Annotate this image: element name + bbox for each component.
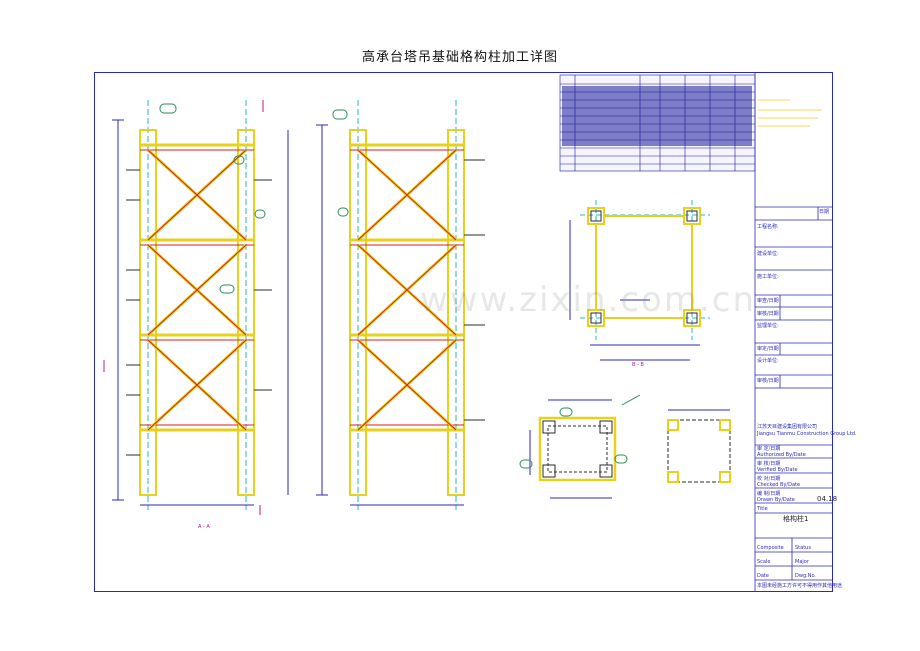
plan-section-a <box>569 200 710 361</box>
tb-date-en: Date <box>757 573 769 579</box>
tb-checked-en: Checked By/Date <box>757 482 801 488</box>
section-b-caption: B - B <box>632 362 644 368</box>
tb-major: Major <box>795 559 809 565</box>
page-title: 高承台塔吊基础格构柱加工详图 <box>361 50 558 65</box>
section-a-caption: A - A <box>198 524 210 530</box>
title-block-frame <box>754 72 832 592</box>
tb-date-header: 日期 <box>819 209 830 215</box>
tb-review: 审查/日期 <box>757 298 779 304</box>
tb-design-unit: 设计单位: <box>757 358 779 364</box>
tb-check: 审核/日期 <box>757 378 779 384</box>
tb-verified: 审 核/日期 <box>757 461 781 467</box>
tb-audit: 审核/日期 <box>757 311 779 317</box>
detail-section-c <box>667 409 731 483</box>
tb-checked: 校 对/日期 <box>757 476 781 482</box>
watermark: www.zixin.com.cn <box>420 280 756 320</box>
tb-status: Status <box>795 545 811 551</box>
tb-authorized-en: Authorized By/Date <box>757 452 806 458</box>
left-elevation <box>103 100 289 515</box>
tb-project-name: 工程名称: <box>757 224 779 230</box>
tb-company-cn: 江苏天目建设集团有限公司 <box>757 424 818 430</box>
tb-examine: 审定/日期 <box>757 346 779 352</box>
parts-table <box>559 74 756 172</box>
tb-drawn: 编 制/日期 <box>757 491 781 497</box>
tb-builder-unit: 施工单位: <box>757 274 779 280</box>
tb-supervision: 监理单位: <box>757 323 779 329</box>
detail-section-b <box>519 394 641 499</box>
tb-company-en: Jiangsu Tianmu Construction Group Ltd. <box>757 431 857 437</box>
tb-construction-unit: 建设单位: <box>757 251 779 257</box>
drawing-frame <box>94 72 833 592</box>
right-elevation <box>316 100 485 510</box>
title-block: 日期 工程名称: 建设单位: 施工单位: 审查/日期 审核/日期 监理单位: 审… <box>755 200 857 591</box>
tb-drawing-title: 格构柱1 <box>783 515 809 523</box>
tb-authorized: 审 定/日期 <box>757 446 781 452</box>
tb-drawn-en: Drawn By/Date <box>757 497 795 503</box>
tb-title-label: Title <box>757 506 768 512</box>
tb-dwg-no: Dwg.No. <box>795 573 817 579</box>
tb-verified-en: Verified By/Date <box>757 467 798 473</box>
tb-composite: Composite <box>757 545 784 551</box>
tb-drawn-no: 04.18 <box>817 495 838 503</box>
tb-footer: 本图未经施工方许可不得用作其他用途 <box>757 583 843 589</box>
tb-scale: Scale <box>757 559 771 565</box>
design-notes <box>758 99 822 127</box>
